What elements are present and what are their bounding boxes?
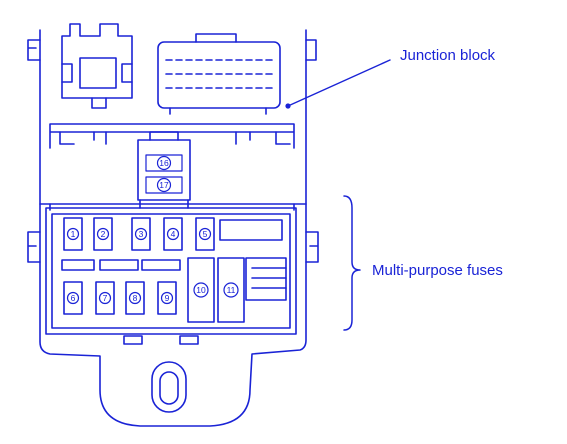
fuse-7-marker bbox=[98, 291, 112, 305]
relay-socket bbox=[79, 57, 117, 89]
fuse-11-number: 11 bbox=[227, 285, 236, 295]
fuse-4-number: 4 bbox=[171, 229, 176, 239]
fuse-7-number: 7 bbox=[103, 293, 108, 303]
fuse-16-marker bbox=[156, 155, 172, 171]
fuse-5-marker bbox=[198, 227, 212, 241]
fuse-5-number: 5 bbox=[203, 229, 208, 239]
fuse-8-number: 8 bbox=[133, 293, 138, 303]
fuse-2-number: 2 bbox=[101, 229, 106, 239]
fuse-2-marker bbox=[96, 227, 110, 241]
multipin-connector bbox=[157, 41, 281, 109]
fuse-8-marker bbox=[128, 291, 142, 305]
junction-block-leader bbox=[287, 59, 391, 107]
mounting-hole bbox=[151, 361, 187, 413]
relay-connector bbox=[61, 23, 133, 99]
right-clip-middle bbox=[305, 231, 319, 263]
fuse-16-number: 16 bbox=[159, 158, 169, 168]
fuse-17-marker bbox=[156, 177, 172, 193]
fuse-11-marker bbox=[223, 282, 239, 298]
fuse-3-marker bbox=[134, 227, 148, 241]
junction-block-label: Junction block bbox=[400, 47, 496, 64]
fuse-17-number: 17 bbox=[159, 180, 169, 190]
left-clip-top bbox=[27, 39, 41, 61]
fuse-panel bbox=[45, 207, 297, 335]
fuse-1-marker bbox=[66, 227, 80, 241]
upper-fuse-holder bbox=[137, 139, 191, 201]
fuse-3-number: 3 bbox=[139, 229, 144, 239]
cover-rail bbox=[49, 123, 295, 149]
spare-fuse-slot bbox=[219, 219, 283, 241]
fuse-1-number: 1 bbox=[71, 229, 76, 239]
fuse-6-marker bbox=[66, 291, 80, 305]
fuse-puller bbox=[245, 257, 287, 301]
fuse-4-marker bbox=[166, 227, 180, 241]
fuse-9-marker bbox=[160, 291, 174, 305]
fuse-10-number: 10 bbox=[196, 285, 206, 295]
housing-outline bbox=[39, 29, 307, 427]
right-clip-top bbox=[305, 39, 317, 61]
fuse-10-marker bbox=[193, 282, 209, 298]
fuse-9-number: 9 bbox=[165, 293, 170, 303]
relay-latch bbox=[91, 97, 107, 109]
left-clip-middle bbox=[27, 231, 41, 263]
multi-purpose-bracket bbox=[343, 195, 361, 331]
multi-purpose-fuses-label: Multi-purpose fuses bbox=[372, 262, 503, 279]
fuse-6-number: 6 bbox=[71, 293, 76, 303]
